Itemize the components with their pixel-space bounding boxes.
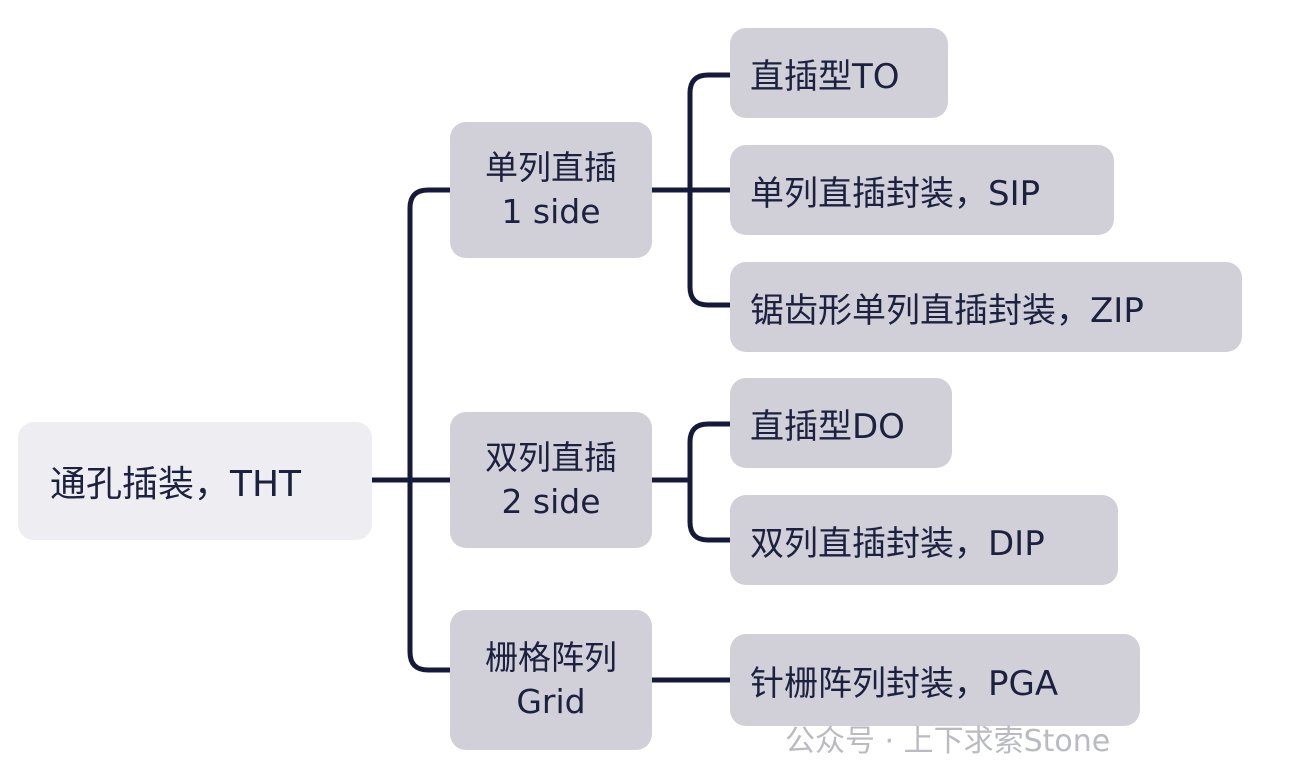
branch-label-en: Grid [516, 682, 586, 721]
leaf-node-dip: 双列直插封装，DIP [730, 495, 1118, 585]
leaf-label: 单列直插封装，SIP [750, 173, 1041, 214]
leaf-node-sip: 单列直插封装，SIP [730, 145, 1114, 235]
root-node: 通孔插装，THT [18, 422, 372, 540]
leaf-label: 直插型DO [750, 406, 905, 447]
branch-node-grid: 栅格阵列 Grid [450, 610, 652, 750]
leaf-node-do: 直插型DO [730, 378, 952, 468]
leaf-node-pga: 针栅阵列封装，PGA [730, 634, 1140, 726]
connector-trunk [407, 187, 453, 673]
leaf-label: 双列直插封装，DIP [750, 523, 1045, 564]
watermark-text: 公众号 · 上下求索Stone [785, 724, 1111, 759]
branch-label-cn: 栅格阵列 [485, 638, 617, 677]
branch-label-en: 2 side [501, 482, 601, 521]
leaf-label: 直插型TO [750, 56, 900, 97]
branch-label-en: 1 side [501, 192, 601, 231]
connector-branch-2-leaves [687, 421, 733, 543]
branch-label-cn: 双列直插 [485, 438, 617, 477]
branch-label-cn: 单列直插 [485, 148, 617, 187]
branch-node-1side: 单列直插 1 side [450, 122, 652, 258]
leaf-node-zip: 锯齿形单列直插封装，ZIP [730, 262, 1242, 352]
mind-map-connectors [369, 72, 733, 683]
leaf-label: 锯齿形单列直插封装，ZIP [750, 290, 1144, 331]
leaf-label: 针栅阵列封装，PGA [750, 663, 1059, 704]
root-label: 通孔插装，THT [50, 464, 302, 505]
branch-node-2side: 双列直插 2 side [450, 412, 652, 548]
leaf-node-to: 直插型TO [730, 28, 948, 118]
watermark: 公众号 · 上下求索Stone [785, 716, 1110, 760]
